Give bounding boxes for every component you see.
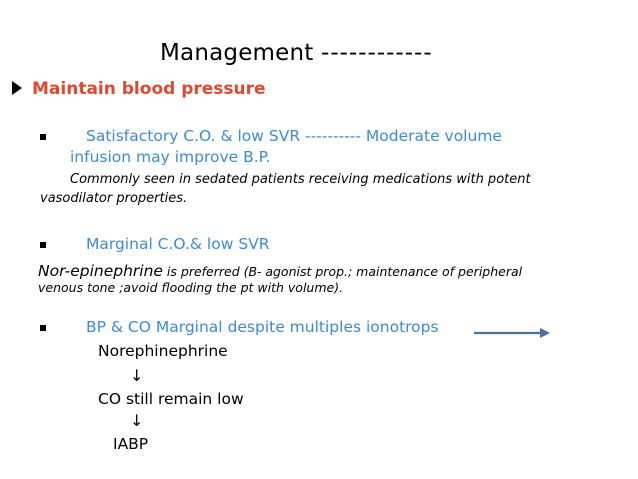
slide-title: Management ------------ <box>160 40 433 66</box>
item1-note-b: vasodilator properties. <box>40 191 188 206</box>
section-heading-text: Maintain blood pressure <box>32 79 266 99</box>
square-bullet-icon <box>40 242 46 248</box>
item2-line-b: Nor-epinephrine is preferred (B- agonist… <box>38 262 522 280</box>
arrowhead-bullet-icon <box>12 81 22 95</box>
item2-note-a: is preferred (B- agonist prop.; maintena… <box>162 264 523 279</box>
slide-title-text: Management <box>160 40 314 66</box>
item3-line-a: BP & CO Marginal despite multiples ionot… <box>86 318 439 336</box>
item1-note-a: Commonly seen in sedated patients receiv… <box>70 172 531 187</box>
item1-line-a: Satisfactory C.O. & low SVR ---------- M… <box>86 127 502 145</box>
item2-note-b: venous tone ;avoid flooding the pt with … <box>38 280 344 295</box>
item2-line-a: Marginal C.O.& low SVR <box>86 235 270 253</box>
down-arrow-icon: ↓ <box>130 411 144 430</box>
square-bullet-icon <box>40 325 46 331</box>
section-heading: Maintain blood pressure <box>12 79 266 99</box>
item2-drug: Nor-epinephrine <box>38 262 163 280</box>
flow-step-2: CO still remain low <box>98 390 244 408</box>
flow-step-3: IABP <box>113 435 149 453</box>
square-bullet-icon <box>40 134 46 140</box>
down-arrow-icon: ↓ <box>130 366 144 385</box>
right-arrow-icon <box>474 328 550 338</box>
item1-line-b: infusion may improve B.P. <box>70 148 271 166</box>
flow-step-1: Norephinephrine <box>98 342 228 360</box>
slide-title-dashes: ------------ <box>321 40 433 66</box>
